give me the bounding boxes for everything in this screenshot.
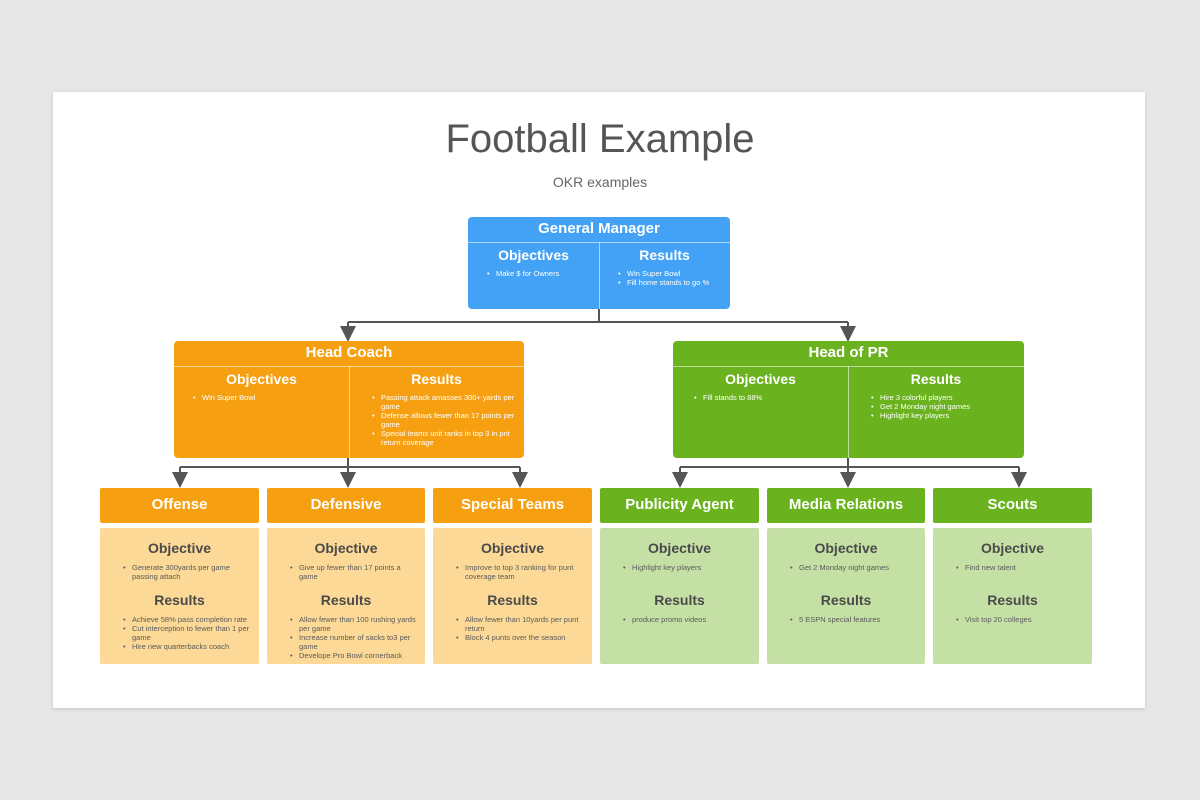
special-teams-header: Special Teams <box>433 488 592 523</box>
list-item: Defense allows fewer than 17 points per … <box>372 411 520 429</box>
publicity-agent-results-list: produce promo videos <box>600 615 759 624</box>
list-item: Get 2 Monday night games <box>790 563 919 572</box>
general-manager-title: General Manager <box>538 220 660 237</box>
publicity-agent-objectives-list: Highlight key players <box>600 563 759 572</box>
objective-label: Objective <box>480 540 545 556</box>
scouts-results-list: Visit top 20 colleges <box>933 615 1092 624</box>
defensive-header: Defensive <box>267 488 425 523</box>
head-coach-objectives-label: Objectives <box>226 371 297 387</box>
list-item: Hire new quarterbacks coach <box>123 642 253 651</box>
defensive-body: Objective Give up fewer than 17 points a… <box>267 528 425 664</box>
offense-results-list: Achieve 58% pass completion rate Cut int… <box>100 615 259 651</box>
list-item: Highlight key players <box>871 411 1024 420</box>
list-item: Generate 300yards per game passing attac… <box>123 563 253 581</box>
head-of-pr-results-label: Results <box>910 371 962 387</box>
head-of-pr-objectives-list: Fill stands to 88% <box>673 393 848 402</box>
results-label: Results <box>154 592 205 608</box>
general-manager-box: General Manager Objectives Make $ for Ow… <box>468 217 730 309</box>
list-item: Win Super Bowl <box>193 393 349 402</box>
media-relations-objectives-list: Get 2 Monday night games <box>767 563 925 572</box>
general-manager-results-list: Win Super Bowl Fill home stands to go % <box>599 269 730 287</box>
list-item: Increase number of sacks to3 per game <box>290 633 419 651</box>
list-item: Find new talent <box>956 563 1086 572</box>
list-item: Cut interception to fewer than 1 per gam… <box>123 624 253 642</box>
results-label: Results <box>820 592 872 608</box>
special-teams-results-list: Allow fewer than 10yards per punt return… <box>433 615 592 642</box>
scouts-body: Objective Find new talent Results Visit … <box>933 528 1092 664</box>
general-manager-objectives-label: Objectives <box>498 247 569 263</box>
offense-header: Offense <box>100 488 259 523</box>
list-item: 5 ESPN special features <box>790 615 919 624</box>
media-relations-body: Objective Get 2 Monday night games Resul… <box>767 528 925 664</box>
head-of-pr-results-list: Hire 3 colorful players Get 2 Monday nig… <box>848 393 1024 420</box>
list-item: Highlight key players <box>623 563 753 572</box>
connector-gm <box>348 309 848 323</box>
objective-label: Objective <box>980 540 1045 556</box>
results-label: Results <box>320 592 372 608</box>
list-item: Hire 3 colorful players <box>871 393 1024 402</box>
special-teams-body: Objective Improve to top 3 ranking for p… <box>433 528 592 664</box>
head-coach-results-label: Results <box>411 371 462 387</box>
page-subtitle: OKR examples <box>552 174 648 190</box>
publicity-agent-body: Objective Highlight key players Results … <box>600 528 759 664</box>
objective-label: Objective <box>314 540 378 556</box>
list-item: Make $ for Owners <box>487 269 599 278</box>
head-coach-box: Head Coach Objectives Win Super Bowl Res… <box>174 341 524 458</box>
head-coach-title: Head Coach <box>305 344 393 361</box>
general-manager-results-label: Results <box>639 247 690 263</box>
list-item: Allow fewer than 100 rushing yards per g… <box>290 615 419 633</box>
list-item: Visit top 20 colleges <box>956 615 1086 624</box>
objective-label: Objective <box>147 540 212 556</box>
list-item: Block 4 punts over the season <box>456 633 586 642</box>
results-label: Results <box>487 592 538 608</box>
scouts-header: Scouts <box>933 488 1092 523</box>
list-item: Win Super Bowl <box>618 269 730 278</box>
results-label: Results <box>654 592 705 608</box>
list-item: Passing attack amasses 300+ yards per ga… <box>372 393 520 411</box>
offense-objectives-list: Generate 300yards per game passing attac… <box>100 563 259 581</box>
defensive-results-list: Allow fewer than 100 rushing yards per g… <box>267 615 425 660</box>
scouts-objectives-list: Find new talent <box>933 563 1092 572</box>
general-manager-objectives-list: Make $ for Owners <box>468 269 599 278</box>
special-teams-objectives-list: Improve to top 3 ranking for punt covera… <box>433 563 592 581</box>
publicity-agent-header: Publicity Agent <box>600 488 759 523</box>
head-of-pr-box: Head of PR Objectives Fill stands to 88%… <box>673 341 1024 458</box>
offense-body: Objective Generate 300yards per game pas… <box>100 528 259 664</box>
results-label: Results <box>987 592 1038 608</box>
list-item: Achieve 58% pass completion rate <box>123 615 253 624</box>
objective-label: Objective <box>647 540 712 556</box>
head-coach-results-list: Passing attack amasses 300+ yards per ga… <box>349 393 524 447</box>
connector-head-of-pr <box>680 458 1019 468</box>
head-coach-objectives-list: Win Super Bowl <box>174 393 349 402</box>
media-relations-header: Media Relations <box>767 488 925 523</box>
list-item: Allow fewer than 10yards per punt return <box>456 615 586 633</box>
list-item: Develope Pro Bowl cornerback <box>290 651 419 660</box>
list-item: Special teams unit ranks in top 3 in pnt… <box>372 429 520 447</box>
head-of-pr-objectives-label: Objectives <box>725 371 796 387</box>
defensive-objectives-list: Give up fewer than 17 points a game <box>267 563 425 581</box>
head-of-pr-title: Head of PR <box>808 344 889 361</box>
list-item: Improve to top 3 ranking for punt covera… <box>456 563 586 581</box>
list-item: Fill home stands to go % <box>618 278 730 287</box>
objective-label: Objective <box>814 540 878 556</box>
list-item: produce promo videos <box>623 615 753 624</box>
list-item: Get 2 Monday night games <box>871 402 1024 411</box>
media-relations-results-list: 5 ESPN special features <box>767 615 925 624</box>
list-item: Give up fewer than 17 points a game <box>290 563 419 581</box>
page-title: Football Example <box>445 117 755 161</box>
list-item: Fill stands to 88% <box>694 393 848 402</box>
connector-head-coach <box>180 458 520 468</box>
